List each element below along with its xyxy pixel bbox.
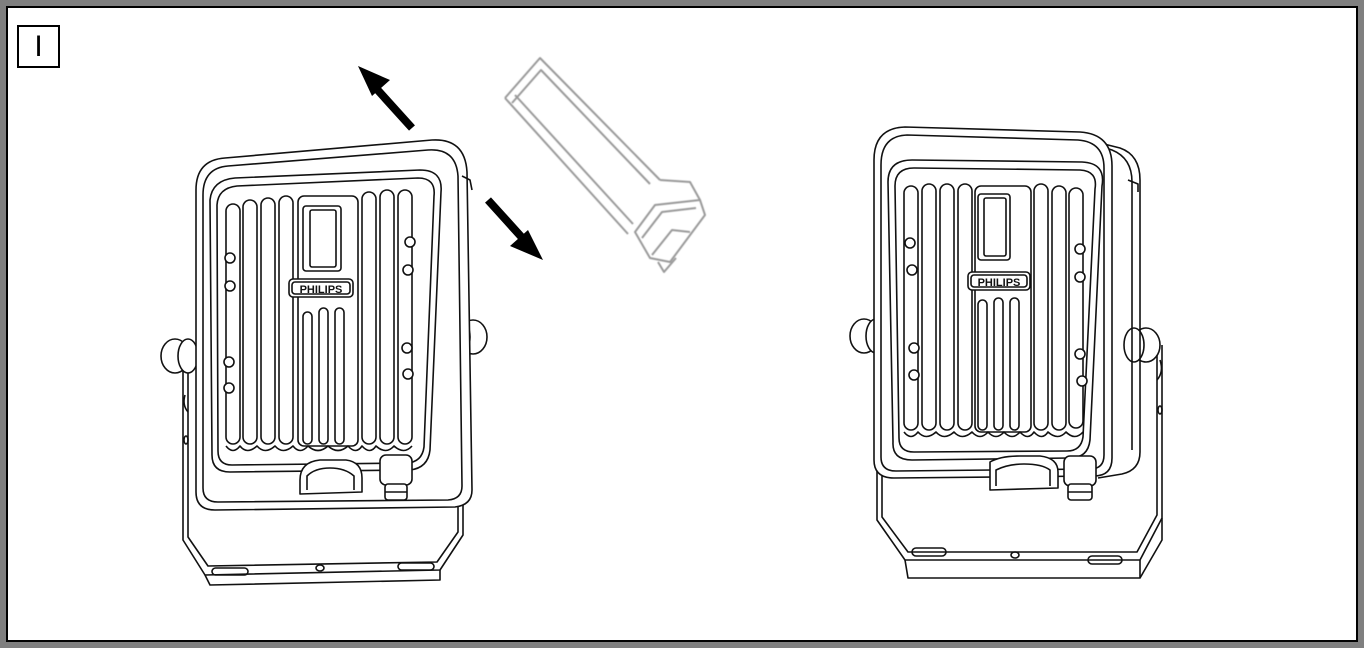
floodlight-before <box>160 139 488 586</box>
hacksaw-icon <box>504 57 706 273</box>
step-label: I <box>17 25 60 68</box>
arrow-down-right-icon <box>485 197 543 260</box>
brand-logo-left: PHILIPS <box>300 284 343 296</box>
arrow-up-left-icon <box>358 66 415 131</box>
brand-logo-right: PHILIPS <box>978 277 1021 289</box>
inner-frame <box>6 6 1358 642</box>
floodlight-after <box>849 126 1163 579</box>
